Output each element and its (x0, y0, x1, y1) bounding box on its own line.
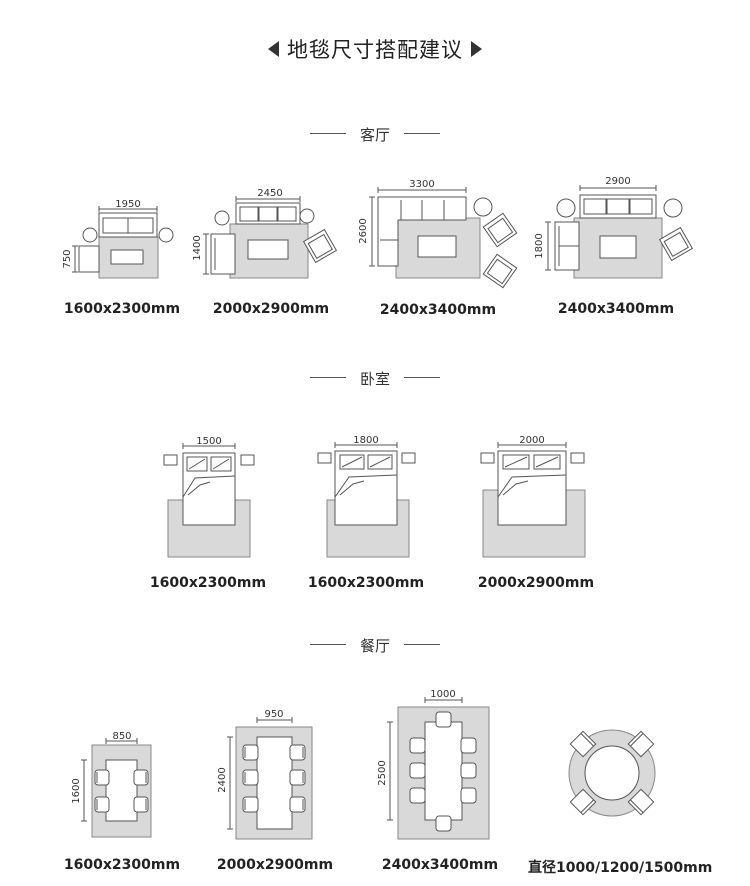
side-table (82, 227, 98, 243)
right-triangle-icon (471, 41, 482, 57)
chair (289, 796, 306, 813)
living-layout-2: 2450 1400 (192, 188, 338, 279)
bedroom-layout-1: 1500 (163, 436, 255, 558)
dining-size-round: 直径1000/1200/1500mm (528, 860, 713, 876)
dimension-label: 1400 (192, 235, 203, 260)
dimension-label: 750 (62, 249, 73, 268)
bedroom-size-1: 1600x2300mm (149, 575, 267, 591)
dimension-label: 2500 (377, 760, 388, 785)
dimension-label: 1500 (196, 436, 221, 447)
chair (289, 744, 306, 761)
living-size-3: 2400x3400mm (379, 302, 497, 318)
section-living-label: 客厅 (359, 126, 390, 144)
chair (627, 788, 655, 816)
chair (242, 744, 259, 761)
chair (94, 796, 110, 813)
divider (404, 644, 440, 645)
coffee-table (247, 239, 289, 260)
divider (404, 133, 440, 134)
section-bedroom-label: 卧室 (359, 370, 390, 388)
dimension-label: 2600 (358, 218, 369, 243)
nightstand (317, 452, 332, 464)
dimension-label: 1950 (115, 199, 140, 210)
living-layout-4: 2900 1800 (534, 176, 694, 279)
dimension-label: 950 (264, 709, 283, 720)
nightstand (570, 452, 585, 464)
living-size-2: 2000x2900mm (212, 301, 330, 317)
section-heading-bedroom: 卧室 (0, 368, 750, 389)
bedroom-layout-3: 2000 (480, 435, 586, 558)
coffee-table (417, 235, 457, 258)
coffee-table (110, 249, 144, 265)
dimension-label: 2400 (217, 767, 228, 792)
divider (404, 377, 440, 378)
chair (460, 787, 477, 804)
dimension-label: 1000 (430, 689, 455, 700)
chair (627, 730, 655, 758)
dining-table (256, 736, 293, 830)
chair (94, 769, 110, 786)
round-table (584, 745, 640, 801)
dining-layout-1: 850 1600 (71, 731, 152, 838)
section-dining-label: 餐厅 (359, 637, 390, 655)
bedroom-layout-2: 1800 (317, 435, 416, 558)
chair (460, 737, 477, 754)
chair (435, 711, 452, 728)
dimension-label: 1800 (353, 435, 378, 446)
chair (569, 730, 597, 758)
dimension-label: 2000 (519, 435, 544, 446)
bedroom-size-3: 2000x2900mm (477, 575, 595, 591)
chair (435, 815, 452, 832)
dimension-label: 1800 (534, 233, 545, 258)
chair (242, 769, 259, 786)
chair (289, 769, 306, 786)
living-size-1: 1600x2300mm (63, 301, 181, 317)
dimension-label: 1600 (71, 778, 82, 803)
nightstand (480, 452, 495, 464)
divider (309, 377, 346, 378)
chair (409, 762, 426, 779)
chair (409, 787, 426, 804)
living-layout-3: 3300 2600 (358, 179, 518, 289)
nightstand (240, 454, 255, 466)
dining-size-2: 2000x2900mm (216, 857, 334, 873)
chair (242, 796, 259, 813)
chair (133, 769, 149, 786)
left-triangle-icon (268, 41, 279, 57)
divider (309, 644, 346, 645)
living-size-4: 2400x3400mm (557, 301, 675, 317)
dimension-label: 2900 (605, 176, 630, 187)
dimension-label: 850 (112, 731, 131, 742)
nightstand (163, 454, 178, 466)
dining-layout-3: 1000 2500 (377, 689, 490, 840)
chair (460, 762, 477, 779)
section-heading-living: 客厅 (0, 124, 750, 145)
chair (133, 796, 149, 813)
dining-size-1: 1600x2300mm (63, 857, 181, 873)
coffee-table (599, 235, 637, 259)
dining-layout-2: 950 2400 (217, 709, 313, 840)
bedroom-size-2: 1600x2300mm (307, 575, 425, 591)
dimension-label: 3300 (409, 179, 434, 190)
dimension-label: 2450 (257, 188, 282, 199)
page-title: 地毯尺寸搭配建议 (0, 34, 750, 64)
dining-table (105, 759, 138, 822)
dining-table (424, 721, 463, 821)
chair (569, 788, 597, 816)
divider (309, 133, 346, 134)
page-title-text: 地毯尺寸搭配建议 (287, 38, 463, 62)
chair (409, 737, 426, 754)
living-layout-1: 1950 750 (62, 199, 174, 279)
dining-size-3: 2400x3400mm (381, 857, 499, 873)
nightstand (401, 452, 416, 464)
dining-layout-round (568, 729, 656, 817)
section-heading-dining: 餐厅 (0, 635, 750, 656)
